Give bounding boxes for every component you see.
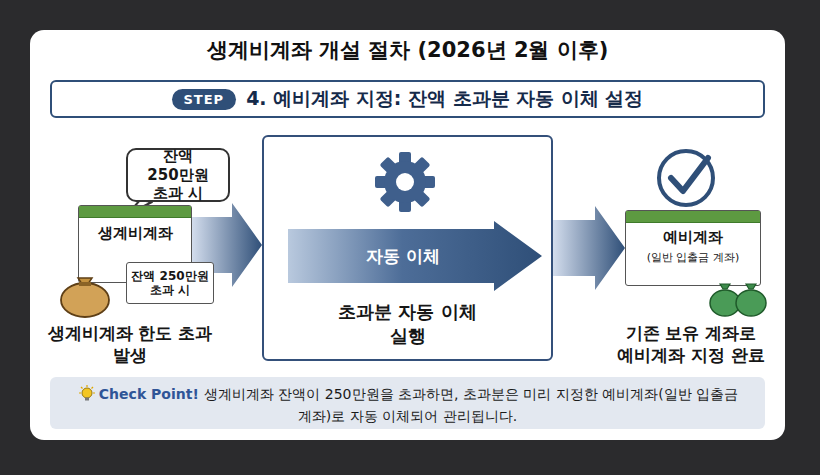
node-text: 초과분 자동 이체 실행 — [324, 300, 491, 347]
node-subtext: (일반 입출금 계좌) — [626, 250, 760, 265]
check-icon — [659, 151, 713, 205]
diagram-title: 생계비계좌 개설 절차 (2026년 2월 이후) — [30, 36, 785, 64]
node-text: STEP — [184, 92, 225, 107]
window-header — [79, 206, 191, 218]
node-text: 예비계좌 — [626, 228, 760, 247]
node-text: 생계비계좌 — [79, 224, 191, 243]
node-text: 잔액 250만원 초과 시 — [131, 269, 209, 298]
window-header — [626, 211, 760, 223]
step-caption: 기존 보유 계좌로 예비계좌 지정 완료 — [596, 322, 786, 366]
transfer-arrow: 자동 이체 — [288, 221, 542, 291]
step-pill: STEP — [172, 89, 237, 110]
node-subtext: 생계비계좌 잔액이 250만원을 초과하면, 초과분은 미리 지정한 예비계좌(… — [204, 386, 738, 424]
step-caption: 생계비계좌 한도 초과 발생 — [45, 322, 215, 366]
node-text: 4. 예비계좌 지정: 잔액 초과분 자동 이체 설정 — [246, 86, 643, 112]
reserve-window: 예비계좌 (일반 입출금 계좌) — [625, 210, 761, 286]
check-point-box: Check Point! 생계비계좌 잔액이 250만원을 초과하면, 초과분은… — [50, 377, 765, 429]
money-bag — [58, 268, 112, 318]
process-box: 초과분 자동 이체 실행 자동 이체 — [262, 135, 553, 361]
node-text: 잔액 250만원 초과 시 — [134, 147, 222, 203]
node-text: Check Point! — [77, 385, 199, 404]
bulb-icon — [78, 385, 96, 403]
money-bags — [708, 280, 768, 320]
node-text: 자동 이체 — [366, 245, 440, 268]
balance-box: 잔액 250만원 초과 시 — [126, 262, 214, 304]
gear-icon — [375, 152, 435, 212]
speech-bubble: 잔액 250만원 초과 시 — [126, 148, 230, 202]
step-band: 4. 예비계좌 지정: 잔액 초과분 자동 이체 설정 STEP — [50, 80, 765, 118]
flow-arrow — [553, 206, 625, 290]
